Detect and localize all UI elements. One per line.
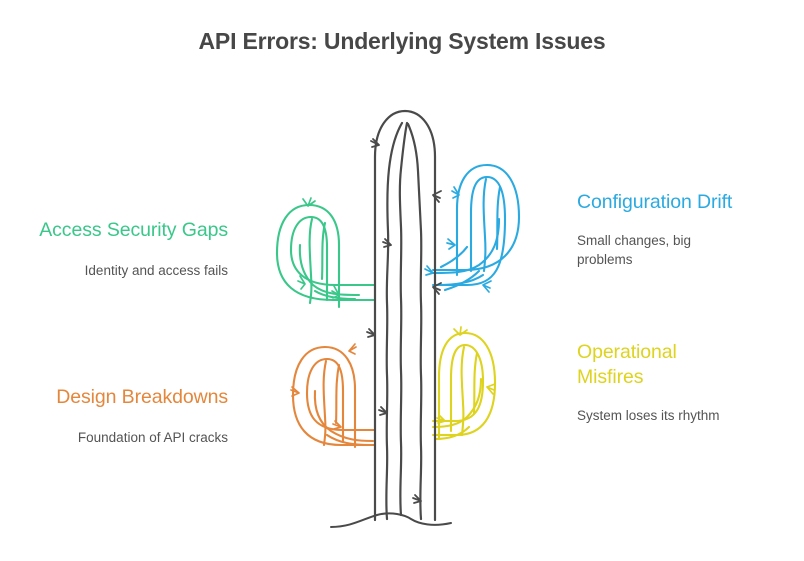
cactus-illustration <box>275 109 521 528</box>
label-heading-operational: Operational Misfires <box>577 341 677 388</box>
label-design-breakdowns: Design Breakdowns Foundation of API crac… <box>20 385 228 447</box>
cactus-trunk <box>330 109 452 528</box>
cactus-arm-blue <box>424 163 521 293</box>
label-subtitle-operational: System loses its rhythm <box>577 408 720 423</box>
label-heading-design: Design Breakdowns <box>56 386 228 408</box>
label-access-security-gaps: Access Security Gaps Identity and access… <box>20 218 228 280</box>
label-heading-config: Configuration Drift <box>577 191 733 213</box>
label-configuration-drift: Configuration Drift Small changes, big p… <box>577 190 787 269</box>
label-subtitle-access: Identity and access fails <box>84 263 228 278</box>
label-subtitle-design: Foundation of API cracks <box>77 430 228 445</box>
label-operational-misfires: Operational Misfires System loses its rh… <box>577 340 787 425</box>
cactus-arm-orange <box>290 343 377 449</box>
label-subtitle-config: Small changes, big problems <box>577 233 692 267</box>
cactus-arm-green <box>275 197 377 309</box>
label-heading-access: Access Security Gaps <box>39 219 228 241</box>
cactus-arm-yellow <box>431 326 497 441</box>
page-title: API Errors: Underlying System Issues <box>198 28 606 54</box>
